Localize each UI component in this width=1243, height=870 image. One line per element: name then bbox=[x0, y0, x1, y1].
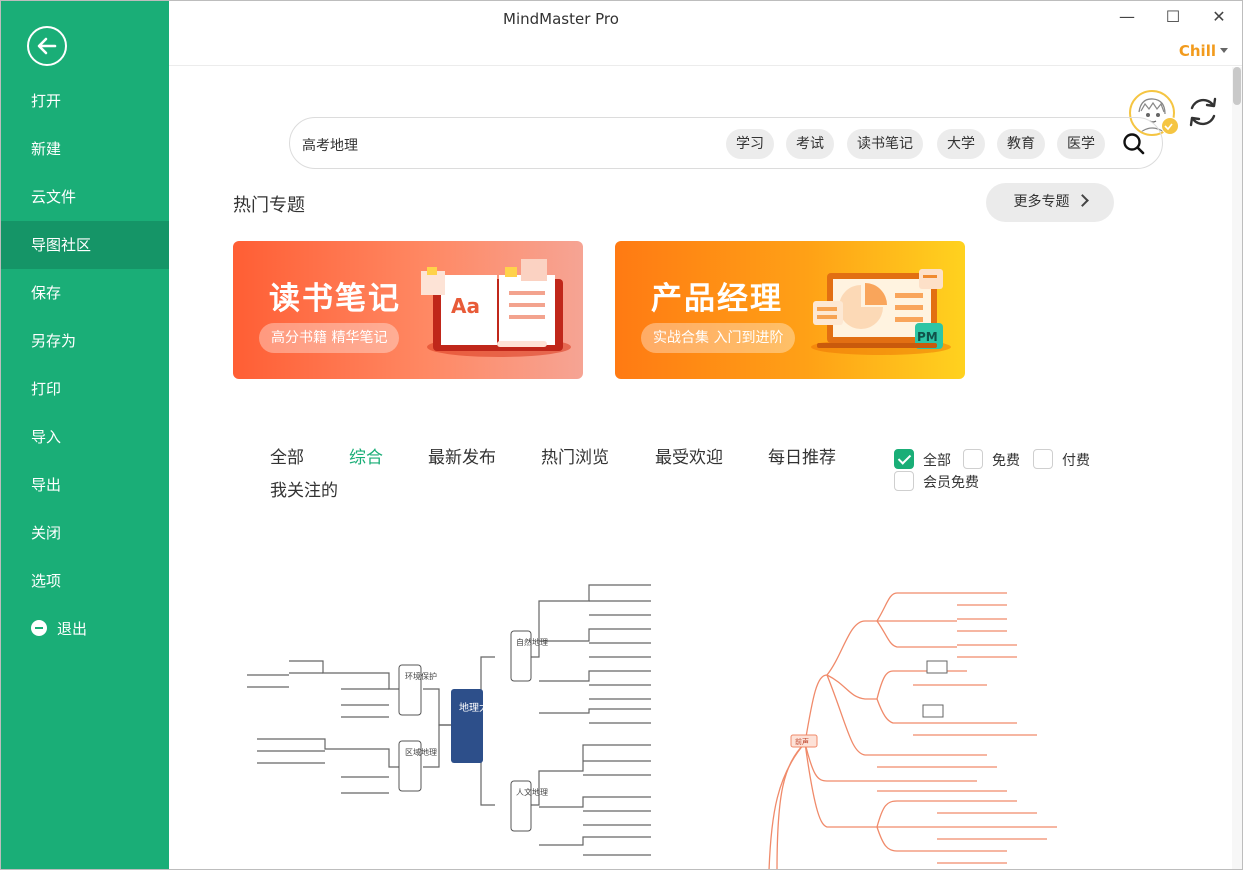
search-input[interactable] bbox=[300, 132, 604, 158]
sidebar-item-open[interactable]: 打开 bbox=[1, 77, 169, 125]
sidebar-item-label: 导出 bbox=[31, 476, 62, 494]
filter-free-checkbox[interactable] bbox=[963, 449, 983, 469]
sidebar-item-label: 保存 bbox=[31, 284, 62, 302]
laptop-chart-illustration-icon: PM bbox=[811, 269, 951, 355]
sidebar-item-export[interactable]: 导出 bbox=[1, 461, 169, 509]
mindmap-thumbnail: 地理大纲 自然地理 人文地理 环境保护 区域地理 bbox=[247, 584, 651, 856]
search-tag[interactable]: 考试 bbox=[786, 129, 834, 159]
title-bar: MindMaster Pro — ☐ ✕ Chill bbox=[169, 1, 1242, 66]
filter-paid-checkbox[interactable] bbox=[1033, 449, 1053, 469]
mindmap-thumbnail: 前声 bbox=[768, 592, 1057, 869]
maximize-icon: ☐ bbox=[1165, 7, 1181, 26]
search-tag[interactable]: 大学 bbox=[937, 129, 985, 159]
svg-text:自然地理: 自然地理 bbox=[516, 637, 548, 647]
filter-vip-free-checkbox[interactable] bbox=[894, 471, 914, 491]
svg-text:人文地理: 人文地理 bbox=[516, 787, 548, 797]
tab-latest[interactable]: 最新发布 bbox=[428, 448, 496, 468]
sidebar-item-import[interactable]: 导入 bbox=[1, 413, 169, 461]
scrollbar-thumb[interactable] bbox=[1233, 67, 1241, 105]
minimize-button[interactable]: — bbox=[1115, 5, 1139, 29]
section-title: 热门专题 bbox=[233, 195, 305, 216]
topic-banner-reading-notes[interactable]: 读书笔记 高分书籍 精华笔记 Aa bbox=[233, 241, 583, 379]
sidebar-item-label: 新建 bbox=[31, 140, 62, 158]
svg-text:环境保护: 环境保护 bbox=[405, 671, 437, 681]
sidebar-item-options[interactable]: 选项 bbox=[1, 557, 169, 605]
tab-hot-views[interactable]: 热门浏览 bbox=[541, 448, 609, 468]
sidebar-item-label: 另存为 bbox=[31, 332, 77, 350]
sidebar-item-exit[interactable]: 退出 bbox=[1, 605, 169, 653]
app-title: MindMaster Pro bbox=[503, 10, 619, 28]
svg-text:Aa: Aa bbox=[451, 294, 480, 318]
vip-badge-icon bbox=[1161, 117, 1179, 135]
sidebar: 打开 新建 云文件 导图社区 保存 另存为 打印 导入 导出 关闭 选项 退出 bbox=[1, 1, 169, 869]
sidebar-item-label: 打开 bbox=[31, 92, 62, 110]
minimize-icon: — bbox=[1119, 7, 1135, 26]
filter-vip-free-label[interactable]: 会员免费 bbox=[923, 475, 979, 491]
more-topics-label: 更多专题 bbox=[1013, 194, 1070, 210]
mindmap-card[interactable]: 地理大纲 自然地理 人文地理 环境保护 区域地理 bbox=[233, 575, 673, 869]
sidebar-item-label: 导图社区 bbox=[31, 236, 92, 254]
svg-text:区域地理: 区域地理 bbox=[405, 747, 437, 757]
sidebar-item-community[interactable]: 导图社区 bbox=[1, 221, 169, 269]
filter-paid-label[interactable]: 付费 bbox=[1062, 453, 1090, 469]
banner-subtitle: 高分书籍 精华笔记 bbox=[259, 323, 400, 353]
topic-banner-product-manager[interactable]: 产品经理 实战合集 入门到进阶 PM bbox=[615, 241, 965, 379]
filter-all-label[interactable]: 全部 bbox=[923, 453, 951, 469]
tab-most-popular[interactable]: 最受欢迎 bbox=[655, 448, 723, 468]
more-topics-button[interactable]: 更多专题 bbox=[986, 183, 1114, 222]
sidebar-item-label: 选项 bbox=[31, 572, 62, 590]
filter-free-label[interactable]: 免费 bbox=[992, 453, 1020, 469]
mindmap-card[interactable]: 前声 bbox=[717, 575, 1123, 869]
back-button[interactable] bbox=[27, 26, 67, 66]
svg-text:前声: 前声 bbox=[795, 737, 809, 746]
sidebar-menu: 打开 新建 云文件 导图社区 保存 另存为 打印 导入 导出 关闭 选项 退出 bbox=[1, 77, 169, 653]
tab-all[interactable]: 全部 bbox=[270, 448, 304, 468]
banner-title: 产品经理 bbox=[651, 281, 783, 317]
sidebar-item-label: 打印 bbox=[31, 380, 62, 398]
minus-circle-icon bbox=[31, 620, 47, 636]
sidebar-item-save[interactable]: 保存 bbox=[1, 269, 169, 317]
sidebar-item-label: 云文件 bbox=[31, 188, 77, 206]
sidebar-item-cloud-files[interactable]: 云文件 bbox=[1, 173, 169, 221]
svg-text:PM: PM bbox=[917, 330, 938, 344]
sidebar-item-close[interactable]: 关闭 bbox=[1, 509, 169, 557]
user-menu[interactable]: Chill bbox=[1179, 42, 1228, 60]
banner-subtitle: 实战合集 入门到进阶 bbox=[641, 323, 796, 353]
banner-title: 读书笔记 bbox=[269, 281, 401, 317]
search-bar: 学习 考试 读书笔记 大学 教育 医学 bbox=[289, 117, 1163, 169]
caret-down-icon bbox=[1220, 48, 1228, 53]
search-icon[interactable] bbox=[1122, 132, 1146, 160]
user-name: Chill bbox=[1178, 42, 1216, 60]
sidebar-item-label: 退出 bbox=[57, 620, 88, 638]
sidebar-item-new[interactable]: 新建 bbox=[1, 125, 169, 173]
tab-daily-recommend[interactable]: 每日推荐 bbox=[768, 448, 836, 468]
book-illustration-icon: Aa bbox=[421, 259, 571, 357]
filter-all-checkbox[interactable] bbox=[894, 449, 914, 469]
close-button[interactable]: ✕ bbox=[1207, 5, 1231, 29]
sidebar-item-save-as[interactable]: 另存为 bbox=[1, 317, 169, 365]
search-tag[interactable]: 读书笔记 bbox=[847, 129, 923, 159]
close-icon: ✕ bbox=[1212, 7, 1226, 26]
chevron-right-icon bbox=[1075, 194, 1089, 207]
arrow-left-icon bbox=[37, 37, 57, 55]
sidebar-item-label: 关闭 bbox=[31, 524, 62, 542]
vertical-scrollbar[interactable] bbox=[1232, 67, 1242, 869]
search-tag[interactable]: 医学 bbox=[1057, 129, 1105, 159]
search-tag[interactable]: 学习 bbox=[726, 129, 774, 159]
svg-text:地理大纲: 地理大纲 bbox=[459, 701, 499, 714]
sidebar-item-print[interactable]: 打印 bbox=[1, 365, 169, 413]
search-tag[interactable]: 教育 bbox=[997, 129, 1045, 159]
tab-comprehensive[interactable]: 综合 bbox=[349, 448, 383, 468]
sync-icon[interactable] bbox=[1186, 95, 1220, 133]
tab-following[interactable]: 我关注的 bbox=[270, 481, 338, 501]
sidebar-item-label: 导入 bbox=[31, 428, 62, 446]
maximize-button[interactable]: ☐ bbox=[1161, 5, 1185, 29]
